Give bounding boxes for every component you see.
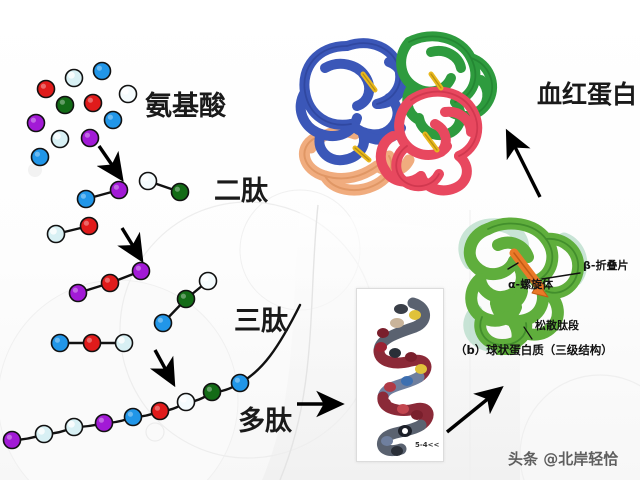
label-dipeptide: 二肽 <box>214 176 268 207</box>
polypeptide-residue <box>150 401 170 421</box>
dipeptide-residue <box>170 182 190 202</box>
amino-acid-dot <box>92 61 112 81</box>
amino-acid-dot <box>55 95 75 115</box>
dipeptide-residue <box>109 180 129 200</box>
amino-acid-dot <box>30 147 50 167</box>
alpha-helix-coil-image: 5-4<< <box>357 289 443 461</box>
arrow-dipeptide-to-tripeptide <box>117 227 144 264</box>
label-amino-acid: 氨基酸 <box>145 91 226 122</box>
hemoglobin-quaternary-structure <box>295 31 498 196</box>
caption-globular-protein: （b）球状蛋白质（三级结构） <box>455 343 613 357</box>
tripeptide-residue <box>100 273 120 293</box>
polypeptide-residue <box>34 424 54 444</box>
dipeptide-residue <box>76 189 96 209</box>
arrow-aa-to-dipeptide <box>96 145 124 182</box>
tripeptide-residue <box>131 261 151 281</box>
tripeptide-residue <box>68 283 88 303</box>
helix-inset-mark: 5-4<< <box>415 441 440 449</box>
tripeptide-residue <box>176 289 196 309</box>
label-tripeptide: 三肽 <box>234 306 288 337</box>
dipeptide-residue <box>138 171 158 191</box>
polypeptide-residue <box>2 430 22 450</box>
polypeptide-residue <box>94 413 114 433</box>
arrow-globular-to-hemoglobin <box>505 128 542 198</box>
amino-acid-dot <box>50 129 70 149</box>
tripeptide-residue <box>114 333 134 353</box>
helix-inset-panel: 5-4<< <box>356 288 444 462</box>
tripeptide-residue <box>198 271 218 291</box>
arrow-helix-to-globular <box>445 386 504 434</box>
amino-acid-dot <box>118 84 138 104</box>
dipeptide-residue <box>79 216 99 236</box>
label-beta-sheet: β-折叠片 <box>583 259 629 272</box>
tripeptide-residue <box>50 333 70 353</box>
label-alpha-helix: α-螺旋体 <box>508 278 554 291</box>
amino-acid-dot <box>64 68 84 88</box>
arrow-tripeptide-to-polypeptide <box>149 349 176 388</box>
tripeptide-residue <box>82 333 102 353</box>
polypeptide-residue <box>230 373 250 393</box>
amino-acid-dot <box>83 93 103 113</box>
globular-protein-tertiary-structure <box>458 217 588 355</box>
watermark: 头条 @北岸轻恰 <box>508 450 619 468</box>
tripeptide-residue <box>153 313 173 333</box>
polypeptide-residue <box>202 382 222 402</box>
label-loose-peptide: 松散肽段 <box>535 319 579 332</box>
label-hemoglobin: 血红蛋白 <box>537 80 638 109</box>
amino-acid-dot <box>80 128 100 148</box>
polypeptide-residue <box>64 417 84 437</box>
label-polypeptide: 多肽 <box>238 406 292 437</box>
polypeptide-residue <box>123 407 143 427</box>
amino-acid-dot <box>26 113 46 133</box>
amino-acid-dot <box>36 79 56 99</box>
dipeptide-residue <box>46 224 66 244</box>
amino-acid-dot <box>103 110 123 130</box>
polypeptide-residue <box>176 392 196 412</box>
